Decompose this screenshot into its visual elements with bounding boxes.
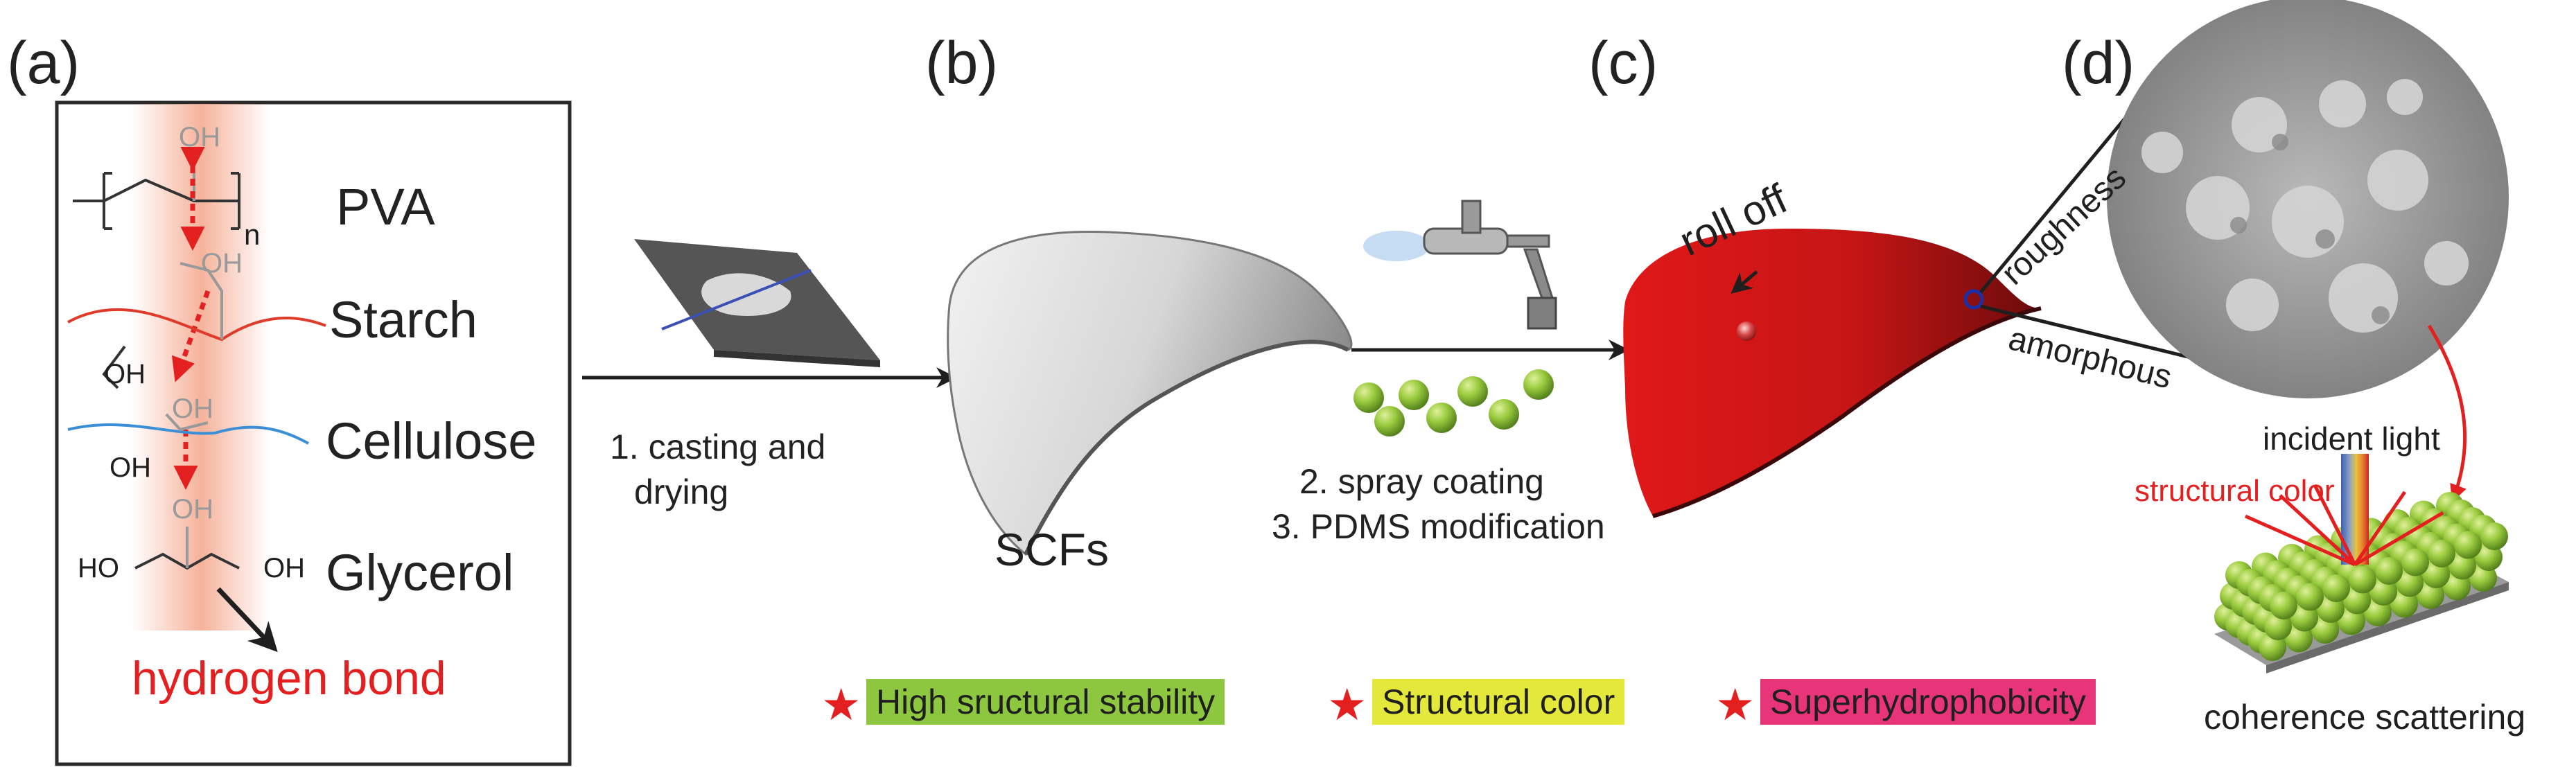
stack-sphere — [2322, 574, 2350, 602]
water-droplet — [1737, 321, 1756, 341]
stack-sphere — [2259, 633, 2286, 661]
star-icon: ★ — [1715, 680, 1755, 730]
glycerol-structure — [134, 527, 240, 570]
roll-off-arrow — [1731, 270, 1758, 294]
stack-sphere — [2369, 578, 2397, 606]
scattered-rays — [2244, 484, 2444, 567]
hydrogen-bond-pointer — [216, 587, 278, 653]
stack-sphere — [2296, 583, 2324, 611]
cellulose-label: Cellulose — [326, 412, 537, 470]
panel-label-d: (d) — [2062, 30, 2135, 96]
stack-sphere — [2311, 616, 2339, 644]
stack-sphere — [2480, 522, 2508, 550]
stack-sphere — [2428, 540, 2455, 567]
spray-gun-illustration — [1363, 200, 1557, 330]
particle-stack-model — [2214, 492, 2509, 673]
stack-sphere — [2390, 590, 2418, 618]
red-film — [1623, 229, 2041, 516]
cellulose-structure — [67, 413, 309, 445]
stack-sphere — [2448, 552, 2476, 580]
scf-film — [947, 230, 1353, 556]
sem-to-model-arrow — [2427, 324, 2467, 502]
stack-sphere — [2343, 586, 2371, 615]
casting-plate-illustration — [634, 239, 880, 367]
step1-label-line2: drying — [634, 473, 729, 511]
oh-label-starch-top: OH — [201, 248, 243, 279]
stack-sphere — [2338, 607, 2365, 635]
panel-label-b: (b) — [925, 30, 999, 96]
stack-sphere — [2454, 531, 2482, 559]
oh-label-cellulose: OH — [109, 452, 151, 483]
glycerol-label: Glycerol — [326, 544, 514, 601]
stack-sphere — [2401, 548, 2429, 576]
starch-structure — [67, 262, 326, 389]
stack-sphere — [2475, 543, 2503, 571]
zoom-marker — [1963, 289, 1984, 310]
hydrogen-bond-label: hydrogen bond — [132, 652, 446, 705]
n-subscript: n — [244, 218, 261, 251]
stack-sphere — [2396, 569, 2424, 597]
oh-label-pva: OH — [179, 122, 220, 152]
feature-badge-superhydrophobicity: Superhydrophobicity — [1760, 679, 2096, 725]
panel-label-a: (a) — [7, 30, 80, 96]
stack-sphere — [2317, 595, 2345, 623]
star-icon: ★ — [1327, 680, 1367, 730]
starch-label: Starch — [329, 291, 477, 349]
panel-a-frame — [55, 100, 572, 766]
ho-label-glycerol: HO — [78, 553, 119, 583]
sem-image — [2107, 0, 2509, 398]
stack-sphere — [2364, 599, 2392, 626]
feature-badge-structural-color: Structural color — [1372, 679, 1625, 725]
stack-sphere — [2349, 565, 2376, 594]
oh-label-cellulose-top: OH — [172, 394, 213, 424]
pva-label: PVA — [336, 178, 435, 236]
stack-sphere — [2443, 572, 2471, 601]
step3-label: 3. PDMS modification — [1272, 507, 1605, 546]
oh-label-starch: OH — [104, 359, 146, 389]
stack-sphere — [2422, 561, 2450, 588]
stack-sphere — [2290, 603, 2318, 632]
roughness-line — [1979, 89, 2150, 294]
oh-label-glycerol: OH — [263, 553, 305, 583]
stack-sphere — [2285, 624, 2313, 653]
scfs-label: SCFs — [995, 524, 1109, 575]
feature-badge-stability: High sructural stability — [866, 679, 1225, 725]
structural-color-label: structural color — [2135, 474, 2335, 508]
nanoparticles — [1353, 369, 1554, 437]
incident-light-label: incident light — [2263, 421, 2440, 457]
coherence-scattering-label: coherence scattering — [2204, 698, 2526, 737]
hydrogen-bond-arrows — [172, 147, 211, 490]
step1-label-line1: 1. casting and — [610, 427, 826, 466]
stack-sphere — [2264, 612, 2292, 640]
stack-sphere — [2417, 581, 2444, 609]
stack-sphere — [2270, 592, 2297, 619]
step2-label: 2. spray coating — [1299, 462, 1544, 501]
panel-label-c: (c) — [1588, 30, 1658, 96]
stack-sphere — [2375, 557, 2403, 585]
stack-sphere — [2469, 564, 2497, 592]
star-icon: ★ — [821, 680, 861, 730]
oh-label-glycerol-top: OH — [172, 494, 213, 524]
